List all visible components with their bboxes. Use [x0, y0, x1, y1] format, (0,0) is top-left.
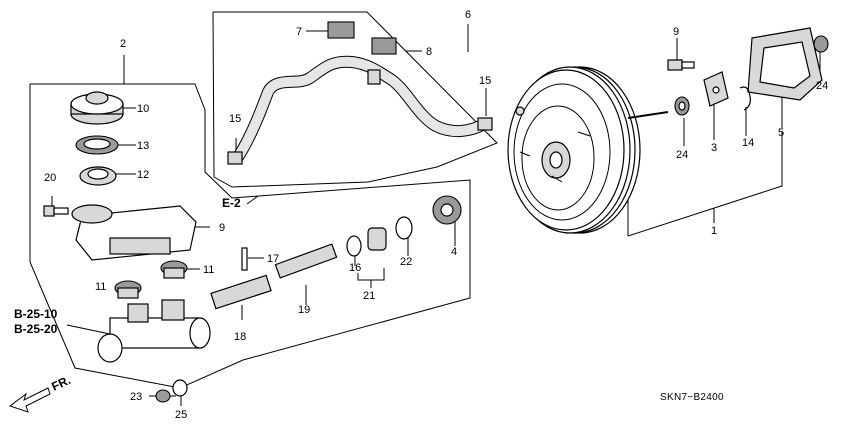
- front-arrow-icon: [8, 387, 51, 413]
- ref-e2-arrow: [246, 195, 259, 205]
- oring-25: [172, 379, 188, 397]
- group-outlines: [29, 11, 783, 389]
- ref-b25-20: B-25-20: [14, 322, 58, 336]
- callout-19: 19: [298, 304, 310, 316]
- callout-14: 14: [742, 137, 754, 149]
- callout-9: 9: [219, 222, 225, 234]
- nut-23: [155, 389, 171, 403]
- callout-25: 25: [175, 409, 187, 421]
- callout-15a: 15: [229, 113, 241, 125]
- nut-24a: [674, 96, 690, 116]
- callout-8: 9: [673, 26, 679, 38]
- piston-18: [210, 274, 272, 310]
- booster-group-frame: [627, 132, 783, 237]
- strainer-12: [79, 166, 117, 186]
- seal-16: [346, 235, 362, 257]
- cup-20: [367, 227, 387, 251]
- clip-14: [739, 86, 751, 111]
- nut-24b: [813, 35, 829, 53]
- bracket-3: [703, 71, 729, 107]
- callout-21: 22: [400, 256, 412, 268]
- grommet-11a: [114, 280, 142, 299]
- bolt-8: [667, 59, 695, 71]
- callout-3: 3: [711, 142, 717, 154]
- piston-19: [274, 243, 338, 279]
- booster-gasket: [747, 27, 823, 101]
- callout-24b: 24: [816, 80, 828, 92]
- callout-7a: 7: [296, 26, 302, 38]
- brake-booster: [507, 66, 669, 234]
- callout-17: 17: [267, 253, 279, 265]
- ref-b25-10: B-25-10: [14, 307, 58, 321]
- circlip-21: [395, 216, 413, 240]
- callout-12: 12: [137, 169, 149, 181]
- boot-4: [432, 195, 462, 225]
- diagram-code: SKN7−B2400: [660, 392, 724, 403]
- grommet-11b: [160, 260, 188, 279]
- reservoir-cap: [70, 91, 124, 125]
- reference-labels: E-2 B-25-10 B-25-20 FR. SKN7−B2400: [8, 195, 724, 413]
- callout-16: 16: [349, 262, 361, 274]
- reservoir-9: [71, 204, 197, 261]
- callout-6: 6: [465, 9, 471, 21]
- master-cylinder-frame: [29, 83, 471, 389]
- callout-5: 5: [778, 127, 784, 139]
- callout-11b: 11: [203, 264, 214, 276]
- ref-e2: E-2: [222, 196, 241, 210]
- callout-23: 23: [130, 391, 142, 403]
- callout-13: 13: [137, 140, 149, 152]
- callout-24a: 24: [676, 149, 688, 161]
- hose-group-frame: [212, 11, 498, 188]
- front-label: FR.: [49, 373, 72, 394]
- callout-10: 10: [137, 103, 149, 115]
- callout-7b: 8: [426, 46, 432, 58]
- strainer-13: [75, 135, 119, 155]
- callout-20: 21: [363, 290, 375, 302]
- master-cylinder: [97, 299, 211, 363]
- callout-22: 20: [44, 172, 56, 184]
- callout-18: 18: [234, 331, 246, 343]
- pin-17: [241, 247, 248, 271]
- callout-4: 4: [451, 246, 457, 258]
- bolt-22: [43, 205, 69, 217]
- callout-15b: 15: [479, 75, 491, 87]
- callouts: 2 6 7 8 10 13 12 20 9 11 11 15 15 17 18 …: [44, 9, 828, 421]
- vacuum-hose: [227, 21, 493, 165]
- callout-11a: 11: [95, 281, 106, 293]
- callout-1: 1: [711, 225, 717, 237]
- callout-2: 2: [120, 38, 126, 50]
